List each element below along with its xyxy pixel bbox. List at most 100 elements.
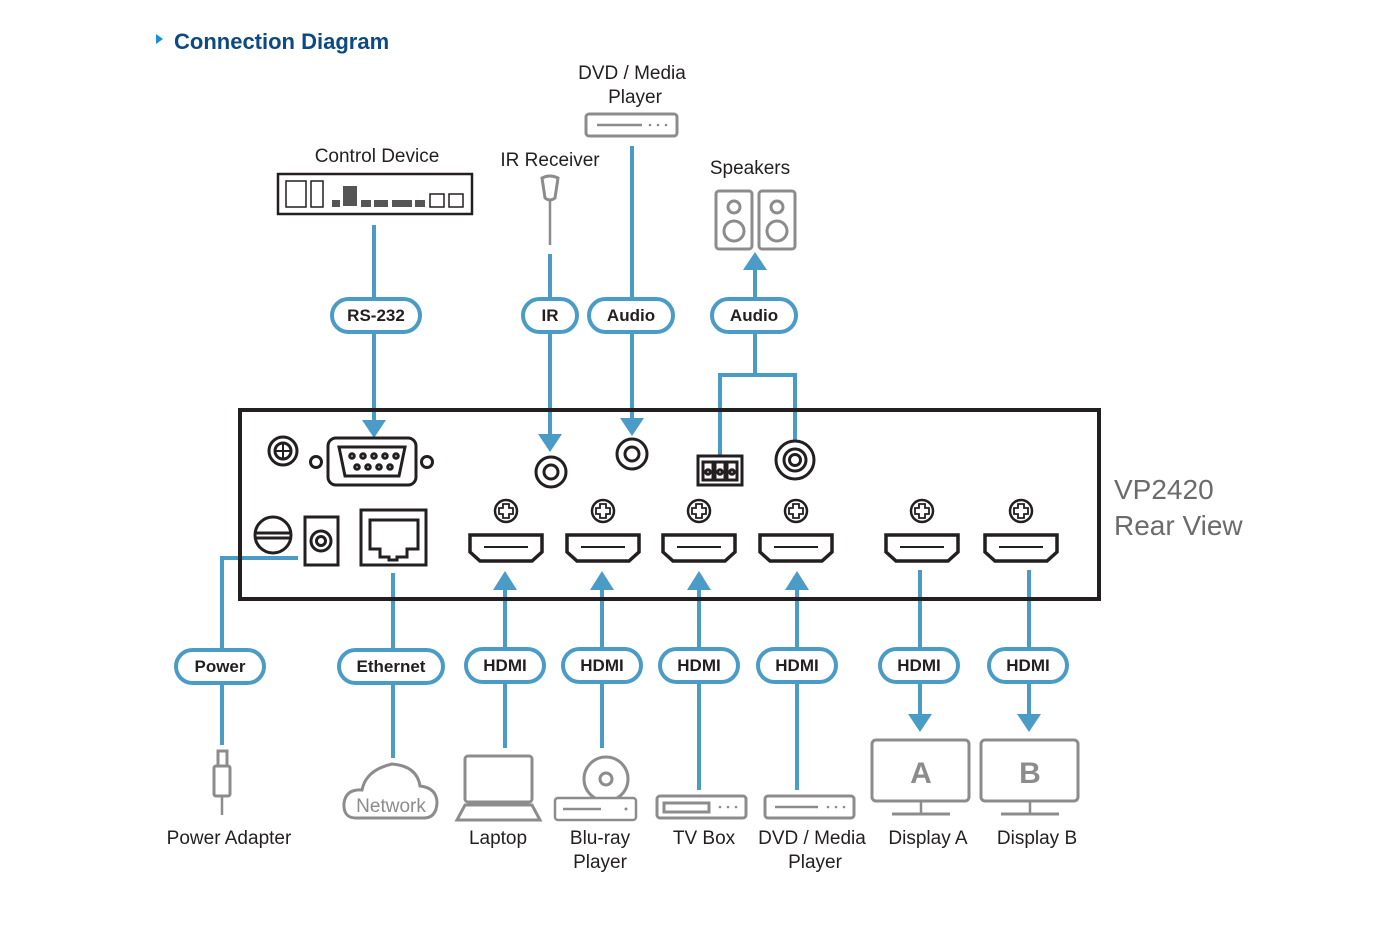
hdmi-out-a-pill (878, 647, 960, 684)
audio-in-label: Audio (607, 306, 655, 325)
power-label: Power (194, 657, 245, 676)
dvd-player-icon (584, 112, 679, 138)
unit-chassis (238, 408, 1101, 601)
arrow-down-icon (1017, 714, 1041, 732)
bluray-player: Blu-ray Player (553, 755, 638, 873)
control-device-label: Control Device (315, 146, 440, 167)
dvd-player-top: DVD / Media Player (578, 63, 686, 138)
dvd-bottom-label-2: Player (788, 852, 843, 873)
ethernet-label: Ethernet (357, 657, 426, 676)
triangle-right-icon (156, 34, 163, 44)
laptop: Laptop (454, 754, 543, 849)
power-adapter: Power Adapter (167, 749, 292, 849)
hdmi-out-a-label: HDMI (897, 656, 940, 675)
rca-audio-out-icon (774, 439, 816, 481)
tv-box: TV Box (655, 794, 748, 849)
hdmi-in-1-label: HDMI (483, 656, 526, 675)
power-plug-icon (212, 749, 232, 815)
ethernet-port-icon (359, 508, 428, 567)
hdmi-in-3-pill (658, 647, 740, 684)
bluray-label-2: Player (573, 852, 628, 873)
power-button-icon (253, 515, 293, 555)
display-a: A Display A (870, 738, 971, 849)
bluray-label-1: Blu-ray (570, 828, 631, 849)
screw-icon (686, 498, 712, 524)
ethernet-pill (337, 648, 445, 685)
ir-pill (521, 297, 579, 334)
hdmi-in-4-label: HDMI (775, 656, 818, 675)
ir-receiver: IR Receiver (500, 150, 600, 245)
hdmi-out-b-label: HDMI (1006, 656, 1049, 675)
monitor-icon (870, 738, 971, 816)
audio-in-pill (587, 297, 675, 334)
power-pill (174, 648, 266, 685)
ir-jack-icon (534, 455, 568, 489)
audio-out-label: Audio (730, 306, 778, 325)
rs232-port-icon (309, 436, 434, 487)
hdmi-in-2-label: HDMI (580, 656, 623, 675)
arrow-down-icon (538, 434, 562, 452)
power-adapter-label: Power Adapter (167, 828, 292, 849)
arrow-up-icon (493, 571, 517, 590)
dvd-player-bottom: DVD / Media Player (758, 794, 866, 873)
ir-receiver-icon (540, 174, 560, 202)
arrow-up-icon (743, 252, 767, 270)
diagram-title: Connection Diagram (174, 29, 389, 54)
hdmi-in-3-label: HDMI (677, 656, 720, 675)
hdmi-in-4-pill (756, 647, 838, 684)
ground-screw-icon (267, 435, 299, 467)
ir-label: IR (542, 306, 559, 325)
bluray-player-icon (553, 755, 638, 822)
hdmi-out-a-port-icon (884, 498, 960, 563)
screw-icon (783, 498, 809, 524)
arrow-down-icon (362, 420, 386, 438)
dvd-top-label-2: Player (608, 87, 663, 108)
hdmi-in-3-port-icon (661, 498, 737, 563)
hdmi-in-1-pill (464, 647, 546, 684)
hdmi-out-b-port-icon (983, 498, 1059, 563)
screw-icon (909, 498, 935, 524)
audio-out-pill (710, 297, 798, 334)
rs232-pill (330, 297, 422, 334)
audio-out-cable-split (718, 373, 797, 456)
display-b-label: Display B (997, 828, 1077, 849)
unit-model: VP2420 (1114, 474, 1214, 505)
arrow-down-icon (908, 714, 932, 732)
speakers: Speakers (710, 158, 797, 251)
arrow-up-icon (590, 571, 614, 590)
audio-in-jack-icon (615, 437, 649, 471)
display-b: B Display B (979, 738, 1080, 849)
network: Network (342, 762, 439, 820)
ir-receiver-label: IR Receiver (500, 150, 600, 171)
arrow-up-icon (785, 571, 809, 590)
laptop-icon (454, 754, 543, 822)
monitor-icon (979, 738, 1080, 816)
hdmi-in-2-pill (561, 647, 643, 684)
network-label: Network (356, 796, 426, 817)
dvd-player-icon (763, 794, 856, 820)
vp2420-rear-panel (238, 408, 1101, 601)
terminal-block-icon (696, 454, 744, 487)
laptop-label: Laptop (469, 828, 527, 849)
unit-view-label: Rear View (1114, 510, 1243, 541)
hdmi-out-b-pill (987, 647, 1069, 684)
rs232-label: RS-232 (347, 306, 405, 325)
hdmi-ports (468, 498, 1059, 563)
screw-icon (1008, 498, 1034, 524)
tv-box-icon (655, 794, 748, 820)
arrow-up-icon (687, 571, 711, 590)
speakers-icon (714, 189, 797, 251)
dc-power-jack-icon (303, 515, 340, 567)
hdmi-in-2-port-icon (565, 498, 641, 563)
bottom-cable-labels: Power Ethernet HDMI HDMI HDMI HDMI HDMI … (174, 647, 1069, 685)
top-cable-labels: RS-232 IR Audio Audio (330, 297, 798, 334)
cloud-icon (342, 762, 439, 820)
hdmi-in-1-port-icon (468, 498, 544, 563)
control-device: Control Device (276, 146, 474, 216)
display-a-letter: A (910, 757, 932, 790)
display-b-letter: B (1019, 757, 1041, 790)
hdmi-in-4-port-icon (758, 498, 834, 563)
arrow-down-icon (620, 418, 644, 436)
screw-icon (493, 498, 519, 524)
